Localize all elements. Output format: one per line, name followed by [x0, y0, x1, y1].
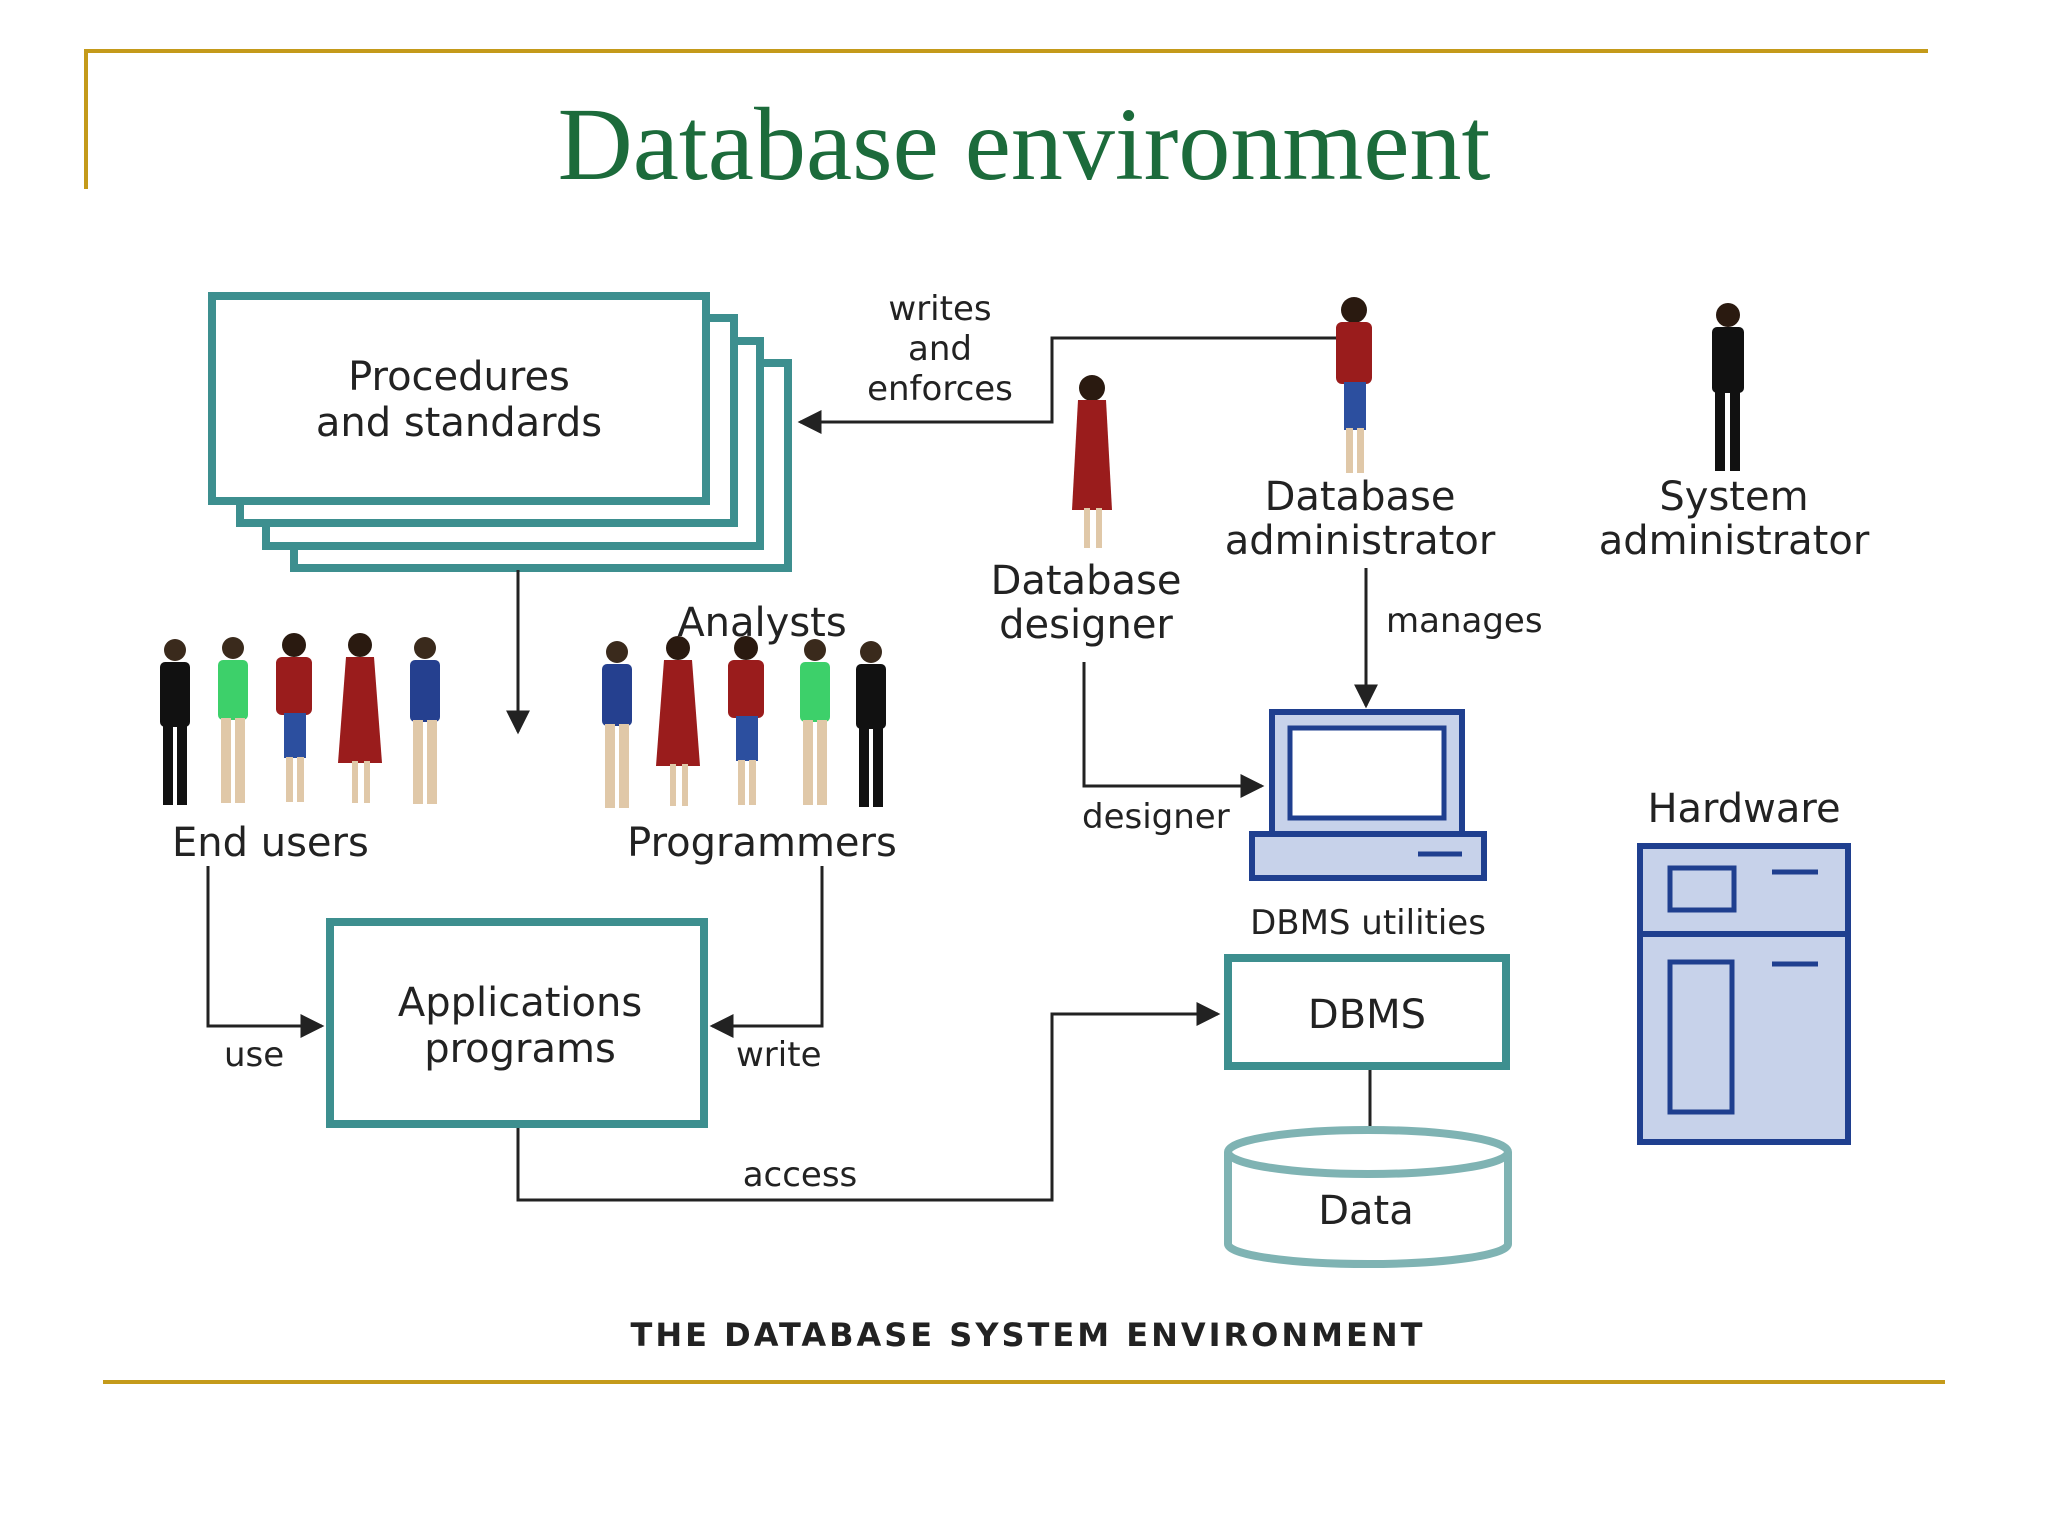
- applications-label-line1: Applications: [398, 980, 642, 1026]
- top-rule: [84, 49, 1928, 53]
- procedures-label-line2: and standards: [316, 400, 602, 446]
- write-label: write: [736, 1035, 821, 1075]
- end-users-label: End users: [172, 820, 369, 866]
- applications-label-line2: programs: [424, 1026, 616, 1072]
- writes-enforces-arrow: [797, 336, 1338, 434]
- system-administrator-figure: [1712, 303, 1744, 471]
- diagram-caption: THE DATABASE SYSTEM ENVIRONMENT: [631, 1316, 1426, 1354]
- db-admin-label-line1: Database: [1265, 474, 1456, 520]
- and-label: and: [908, 329, 972, 369]
- writes-label: writes: [888, 289, 991, 329]
- write-arrow: [709, 866, 824, 1038]
- database-administrator-figure: [1336, 297, 1372, 473]
- db-designer-label-line1: Database: [991, 558, 1182, 604]
- end-users-figures: [160, 633, 440, 805]
- procedures-standards-box: [208, 292, 792, 572]
- procedures-label-line1: Procedures: [348, 354, 570, 400]
- designer-edge-label: designer: [1082, 797, 1230, 837]
- db-designer-label-line2: designer: [999, 602, 1173, 648]
- database-designer-figure: [1072, 375, 1112, 548]
- dbms-box: [1224, 954, 1510, 1070]
- dbms-utilities-label: DBMS utilities: [1250, 903, 1486, 943]
- access-arrow: [516, 1002, 1221, 1202]
- use-label: use: [224, 1035, 284, 1075]
- analysts-label: Analysts: [677, 600, 846, 646]
- dbms-label: DBMS: [1308, 992, 1426, 1038]
- applications-programs-box: [326, 918, 708, 1128]
- analysts-programmers-figures: [602, 636, 886, 808]
- slide-title: Database environment: [557, 87, 1491, 202]
- enforces-label: enforces: [867, 369, 1013, 409]
- manages-label: manages: [1386, 601, 1543, 641]
- designer-arrow: [1082, 662, 1265, 798]
- computer-icon: [1249, 709, 1487, 881]
- data-cylinder-icon: [1224, 1126, 1512, 1268]
- left-rule: [84, 49, 88, 189]
- use-arrow: [206, 866, 325, 1038]
- data-label: Data: [1318, 1188, 1414, 1234]
- hardware-server-icon: [1637, 843, 1851, 1145]
- bottom-rule: [103, 1380, 1945, 1384]
- hardware-label: Hardware: [1647, 786, 1840, 832]
- sys-admin-label-line1: System: [1659, 474, 1808, 520]
- access-label: access: [743, 1155, 858, 1195]
- db-admin-label-line2: administrator: [1225, 518, 1496, 564]
- programmers-label: Programmers: [627, 820, 897, 866]
- sys-admin-label-line2: administrator: [1599, 518, 1870, 564]
